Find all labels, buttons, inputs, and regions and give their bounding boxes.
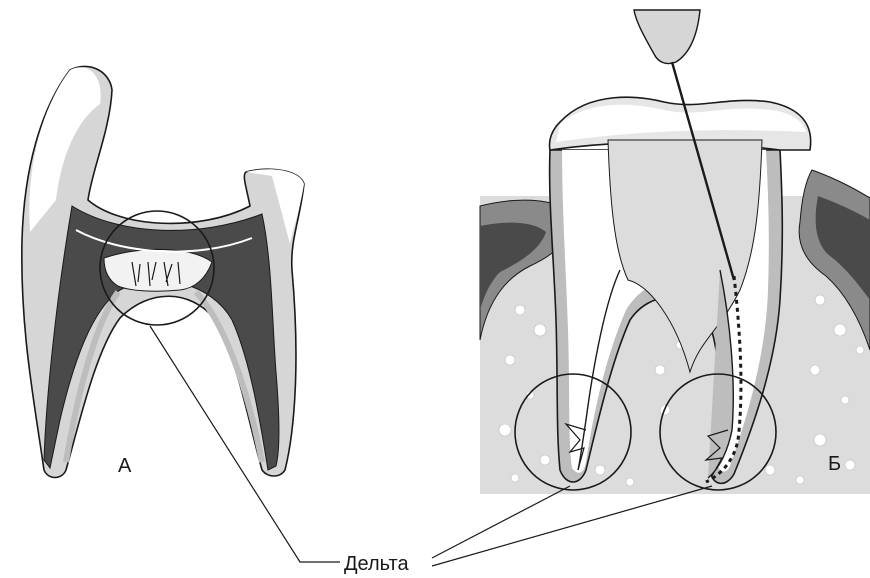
molar-pulp-dark-band [44, 206, 279, 470]
panel-a-label: А [118, 455, 132, 477]
panel-b-label: Б [828, 453, 841, 475]
tooth-in-bone-b: Б [480, 10, 870, 494]
delta-callout-label: Дельта [344, 553, 409, 575]
instrument-handle [634, 10, 700, 64]
molar-section-a: А [22, 66, 304, 477]
leader-to-left-delta [432, 486, 570, 558]
leader-to-right-delta [432, 486, 712, 566]
